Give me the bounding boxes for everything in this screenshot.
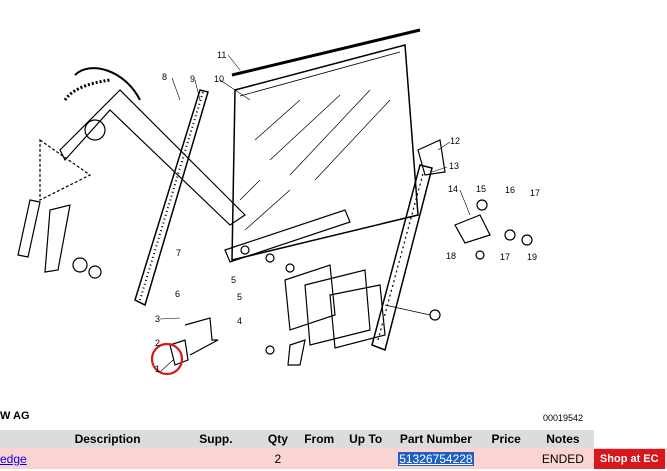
window-glass	[231, 44, 419, 261]
cell-up-to	[339, 448, 392, 469]
callout-18: 18	[446, 251, 456, 261]
mounting-plate	[284, 264, 336, 331]
callout-5: 5	[237, 292, 242, 302]
table-row: edge 2 51326754228 ENDED Shop at EC	[0, 448, 667, 469]
cell-part-number: 51326754228	[391, 448, 481, 469]
regulator-arm	[59, 89, 246, 226]
cell-from	[298, 448, 340, 469]
cell-shop: Shop at EC	[593, 448, 667, 469]
cell-supp	[174, 448, 258, 469]
cell-qty: 2	[257, 448, 299, 469]
col-header-up-to: Up To	[339, 430, 392, 448]
col-header-supp: Supp.	[174, 430, 258, 448]
callout-4: 4	[237, 316, 242, 326]
top-seal	[231, 28, 421, 77]
callout-12: 12	[450, 136, 460, 146]
callout-16: 16	[505, 185, 515, 195]
callout-10: 10	[214, 74, 224, 84]
callout-5: 5	[231, 275, 236, 285]
callout-2: 2	[155, 338, 160, 348]
front-channel	[134, 89, 209, 307]
callout-19: 19	[527, 252, 537, 262]
col-header-part-number: Part Number	[391, 430, 481, 448]
col-header-from: From	[298, 430, 340, 448]
callout-14: 14	[448, 184, 458, 194]
col-header-shop	[593, 430, 667, 448]
col-header-qty: Qty	[257, 430, 299, 448]
callout-8: 8	[162, 72, 167, 82]
parts-table: Description Supp. Qty From Up To Part Nu…	[0, 430, 667, 469]
description-link[interactable]: edge	[0, 448, 175, 469]
cell-price	[480, 448, 532, 469]
rear-guide-rail	[371, 164, 433, 352]
col-header-description: Description	[0, 430, 175, 448]
callout-13: 13	[449, 161, 459, 171]
col-header-price: Price	[480, 430, 532, 448]
callout-7: 7	[176, 248, 181, 258]
highlight-circle	[150, 342, 184, 376]
callout-6: 6	[175, 289, 180, 299]
diagram-code: 00019542	[543, 413, 584, 423]
callout-1: 1	[155, 364, 160, 374]
callout-15: 15	[476, 184, 486, 194]
shop-button[interactable]: Shop at EC	[593, 448, 665, 469]
callout-9: 9	[190, 74, 195, 84]
bottom-bracket	[184, 317, 219, 356]
callout-11: 11	[217, 50, 226, 60]
manufacturer-caption: W AG	[0, 410, 30, 422]
cell-notes: ENDED	[531, 448, 594, 469]
callout-17: 17	[530, 188, 540, 198]
col-header-notes: Notes	[531, 430, 594, 448]
part-number-link[interactable]: 51326754228	[398, 451, 474, 466]
callout-3: 3	[155, 314, 160, 324]
callout-17: 17	[500, 252, 510, 262]
description-link-text[interactable]: edge	[0, 451, 27, 466]
table-header-row: Description Supp. Qty From Up To Part Nu…	[0, 430, 667, 448]
